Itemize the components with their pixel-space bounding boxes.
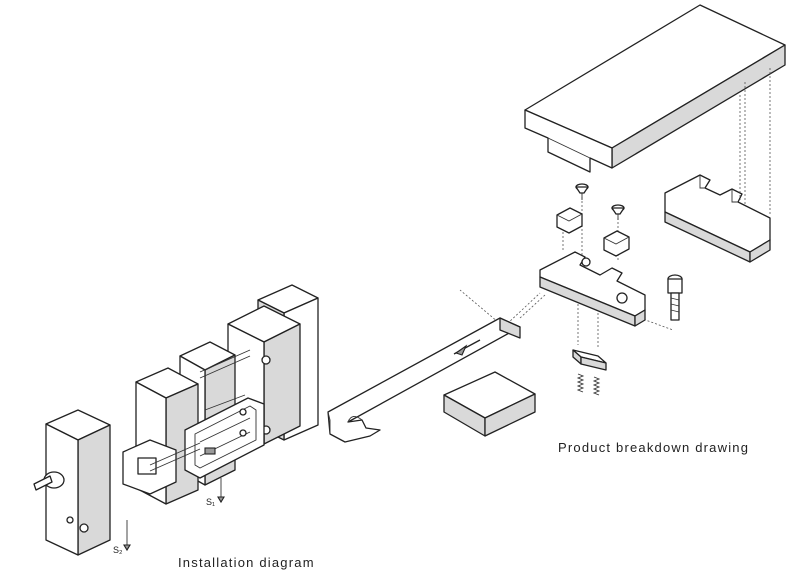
spring-2: [592, 376, 601, 396]
top-cover-plate: [524, 4, 786, 173]
countersunk-screw-1: [575, 183, 589, 200]
socket-head-cap-screw: [667, 274, 683, 321]
dimension-s1-label: S₁: [206, 497, 216, 507]
installation-diagram-label: Installation diagram: [178, 555, 315, 570]
countersunk-screw-2: [611, 204, 625, 220]
slide-base-block: [539, 251, 646, 327]
dimension-s2-label: S₂: [113, 545, 123, 555]
spring-holder: [572, 349, 607, 371]
clamp-piece-left: [556, 207, 583, 234]
projection-lines: [459, 68, 771, 348]
mold-assembly: [33, 284, 319, 556]
product-breakdown-label: Product breakdown drawing: [558, 440, 750, 455]
slider-bar: [327, 317, 521, 443]
spring-1: [576, 373, 585, 393]
clamp-piece-right: [603, 230, 630, 257]
wedge-block: [443, 371, 536, 437]
notched-block: [664, 174, 771, 263]
